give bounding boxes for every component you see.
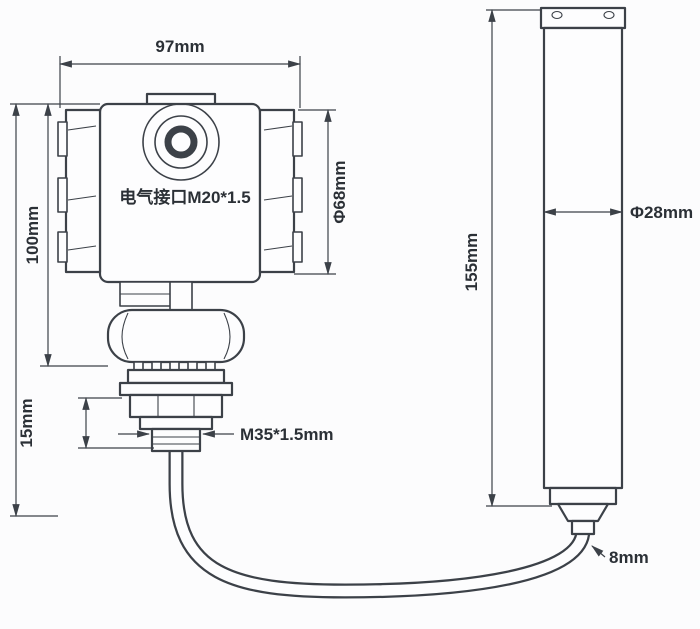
- probe-top-hole: [551, 10, 563, 20]
- dim-100mm-label: 100mm: [23, 206, 42, 265]
- housing-right-cap: [258, 108, 303, 274]
- housing-left-cap: [57, 108, 102, 274]
- left-cap-rib: [57, 121, 68, 157]
- dim-15mm-label: 15mm: [17, 398, 36, 447]
- collar-plate: [138, 415, 214, 431]
- flange-upper-plate: [126, 368, 226, 385]
- hex-nut: [128, 393, 224, 419]
- left-cap-shading: [67, 125, 97, 251]
- probe-top-hole: [603, 10, 615, 20]
- dim-8mm-label: 8mm: [609, 548, 649, 567]
- right-cap-rib: [292, 177, 303, 213]
- dim-68mm-label: Φ68mm: [330, 160, 349, 223]
- dim-8mm-leader: [591, 545, 606, 558]
- dim-28mm-label: Φ28mm: [630, 203, 693, 222]
- dim-155mm-label: 155mm: [462, 233, 481, 292]
- thread-spec-label: M35*1.5mm: [240, 425, 334, 444]
- probe-bottom-cap: [548, 486, 618, 506]
- dimensions: [10, 8, 624, 558]
- probe-taper: [556, 502, 610, 523]
- cable-outline: [168, 444, 591, 599]
- transmitter-housing: [57, 92, 303, 453]
- sensor-probe: [539, 6, 627, 536]
- thread-stub: [150, 427, 202, 453]
- dim-155mm-extension: [486, 9, 552, 507]
- fitting-barrel: [106, 308, 246, 364]
- cable-core: [170, 444, 589, 597]
- right-cap-rib: [292, 231, 303, 263]
- left-cap-rib: [57, 231, 68, 263]
- process-flange: [118, 361, 234, 453]
- process-fitting: [106, 308, 246, 364]
- connection-cable: [168, 444, 591, 599]
- electrical-connector: [142, 103, 220, 181]
- right-cap-rib: [292, 121, 303, 157]
- right-cap-shading: [263, 125, 293, 251]
- connector-inner-ring: [164, 125, 198, 159]
- cable-gland: [570, 519, 596, 536]
- connector-middle-ring: [154, 115, 208, 169]
- electrical-port-label: 电气接口M20*1.5: [119, 187, 250, 207]
- dimension-labels: 97mm 100mm 15mm 电气接口M20*1.5 Φ68mm M35*1.…: [17, 37, 693, 567]
- neck-post: [169, 281, 193, 313]
- probe-body: [542, 26, 624, 490]
- fitting-curves: [121, 312, 231, 360]
- dim-97mm-label: 97mm: [155, 37, 204, 56]
- left-cap-rib: [57, 177, 68, 213]
- connector-outer-ring: [142, 103, 220, 181]
- left-cap-body: [64, 108, 102, 274]
- flange-lower-plate: [118, 381, 234, 397]
